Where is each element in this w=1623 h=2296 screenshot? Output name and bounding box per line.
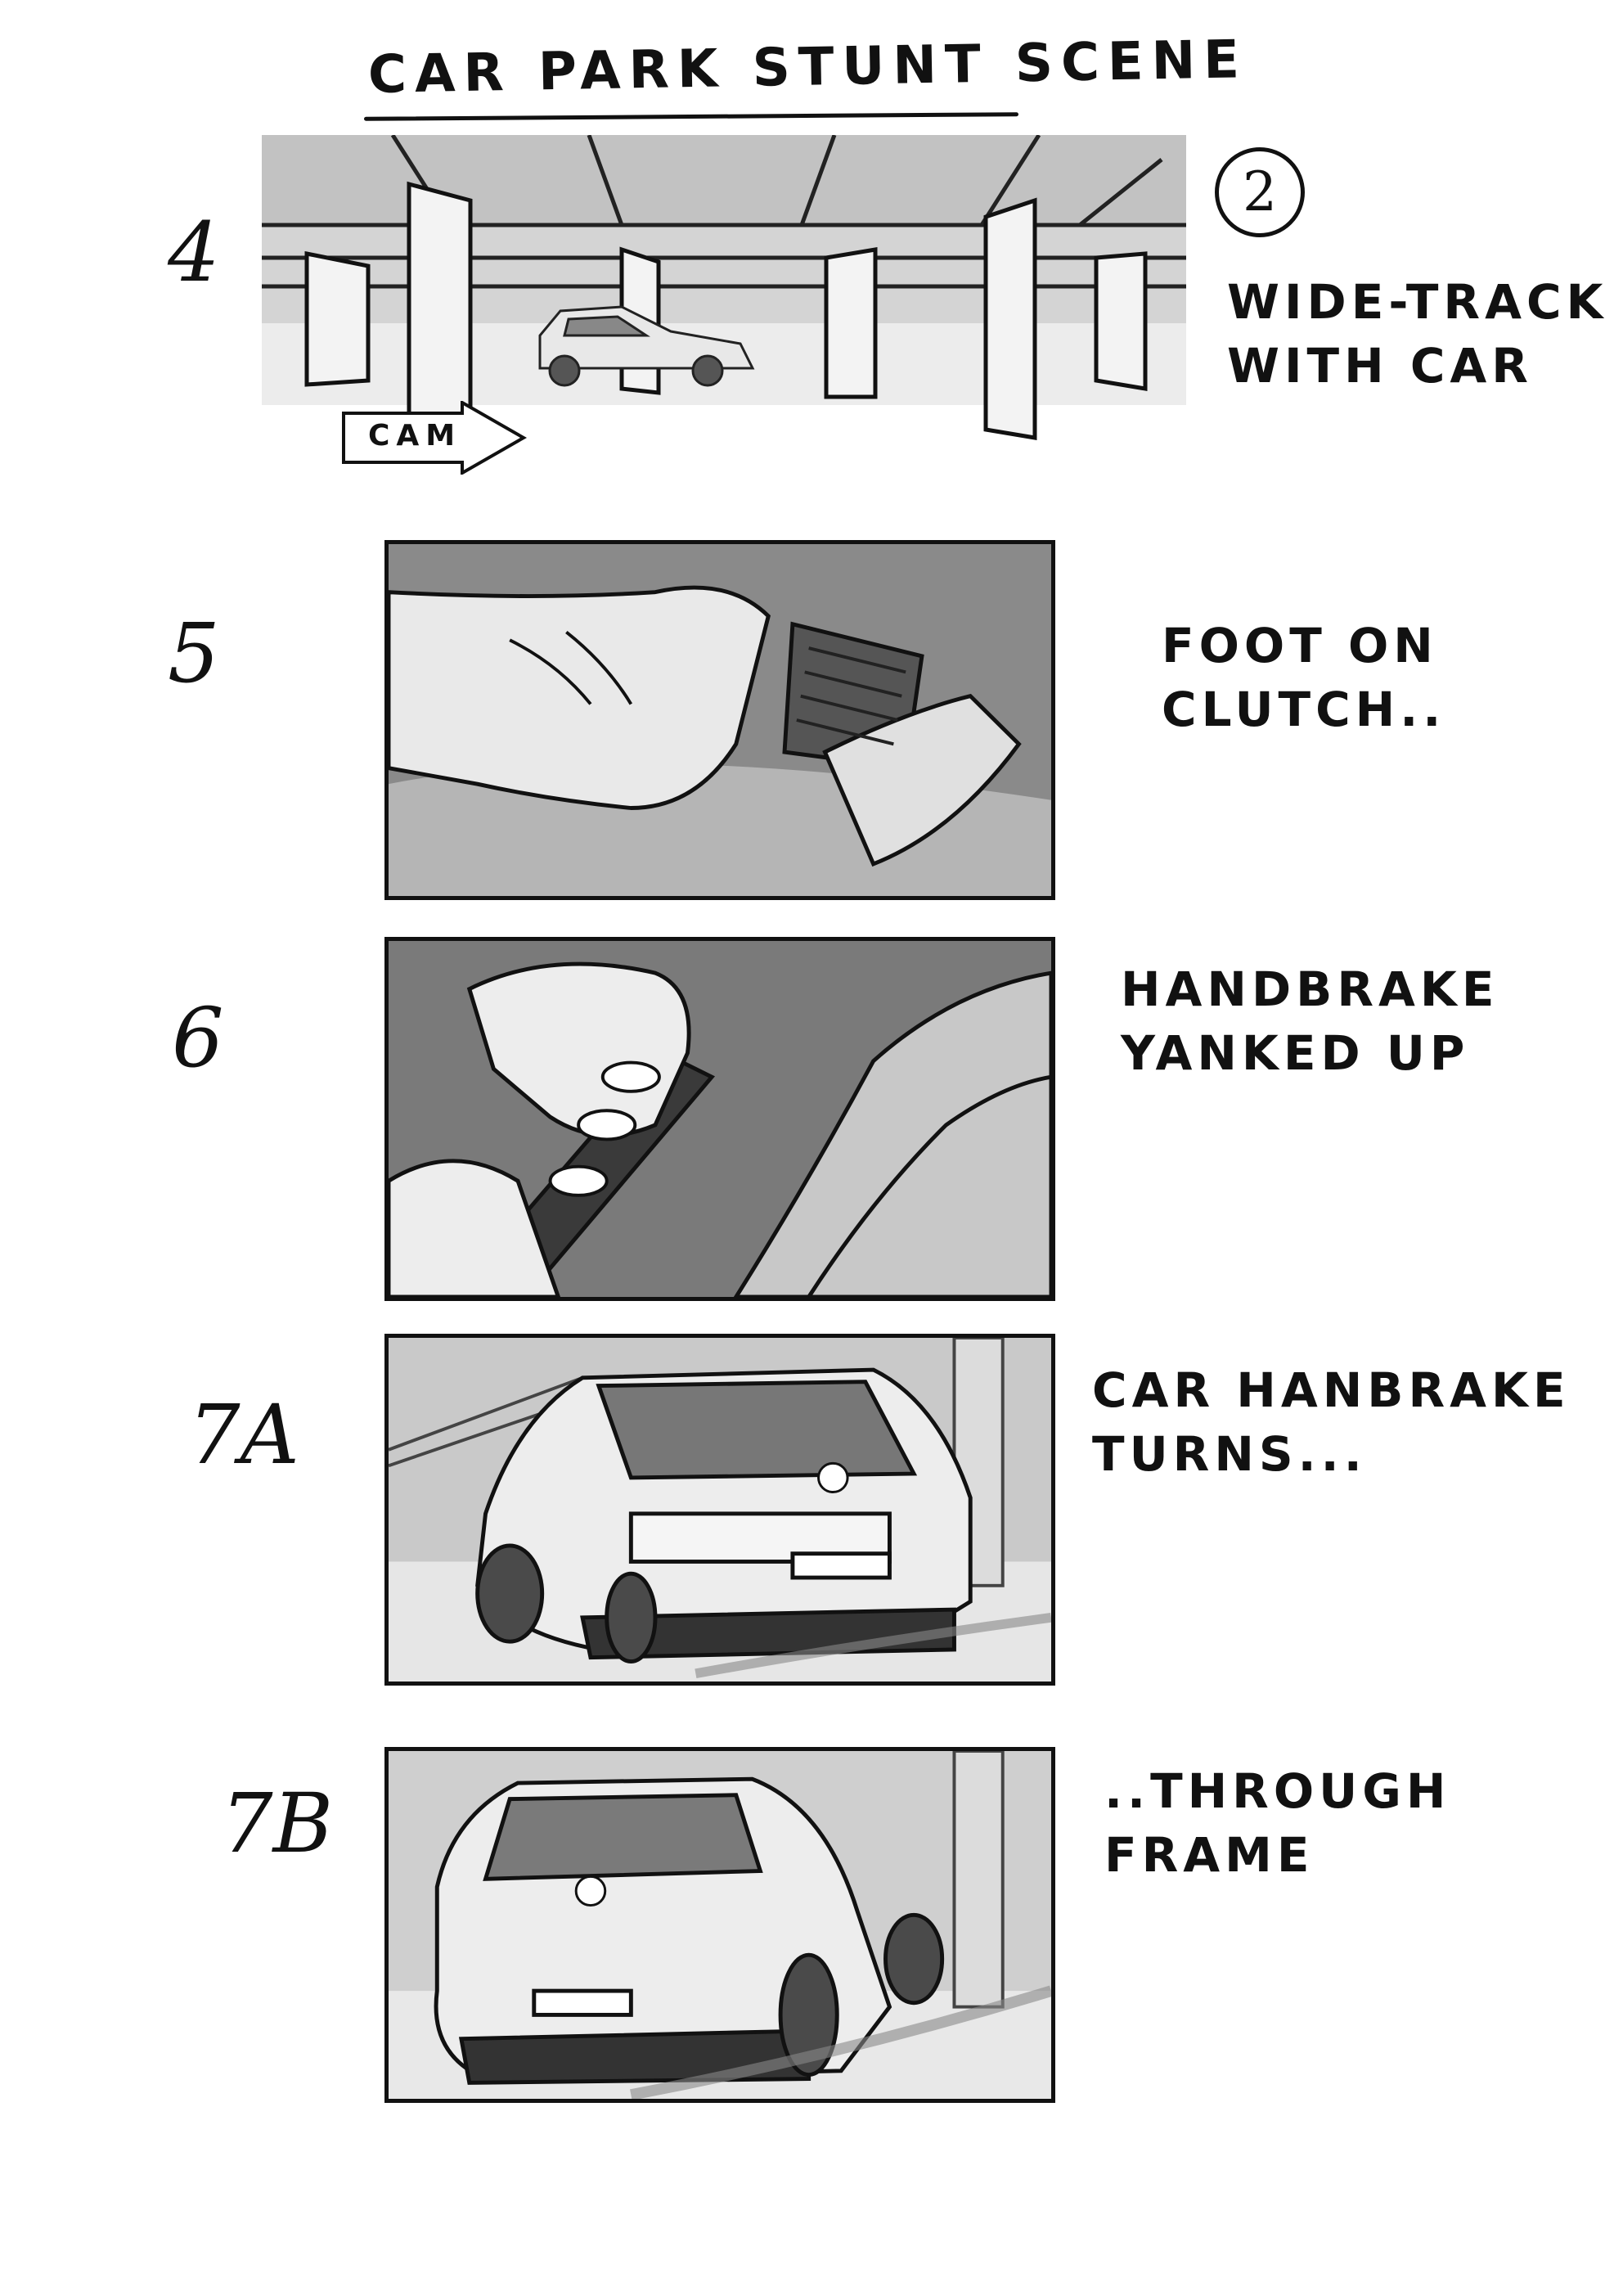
shot-number-5: 5 [168,606,220,701]
page-number-badge: 2 [1215,147,1305,237]
shot-4-panel [262,135,1203,446]
camera-direction-arrow [342,401,528,475]
car-through-frame-sketch [389,1751,1051,2099]
shot-4-note: WIDE-TRACK WITH CAR [1227,274,1608,394]
shot-number-6: 6 [172,990,224,1086]
camera-label: CAM [368,419,462,452]
car-handbrake-turn-sketch [389,1338,1051,1681]
handbrake-sketch [389,941,1051,1297]
page-title: CAR PARK STUNT SCENE [367,29,1248,106]
shot-number-4: 4 [168,205,220,300]
shot-7a-note: CAR HANBRAKE TURNS... [1092,1362,1571,1482]
shot-number-7a: 7A [188,1387,299,1483]
title-underline [363,112,1019,121]
shot-7a-panel [384,1334,1055,1686]
shot-7b-note: ..THROUGH FRAME [1104,1763,1451,1883]
shot-5-note: FOOT ON CLUTCH.. [1162,618,1446,737]
shot-7b-panel [384,1747,1055,2103]
car-park-wide-sketch [262,135,1186,440]
shot-6-note: HANDBRAKE YANKED UP [1121,961,1499,1081]
foot-on-clutch-sketch [389,544,1051,896]
shot-number-7b: 7B [221,1776,334,1871]
shot-6-panel [384,937,1055,1301]
shot-5-panel [384,540,1055,900]
